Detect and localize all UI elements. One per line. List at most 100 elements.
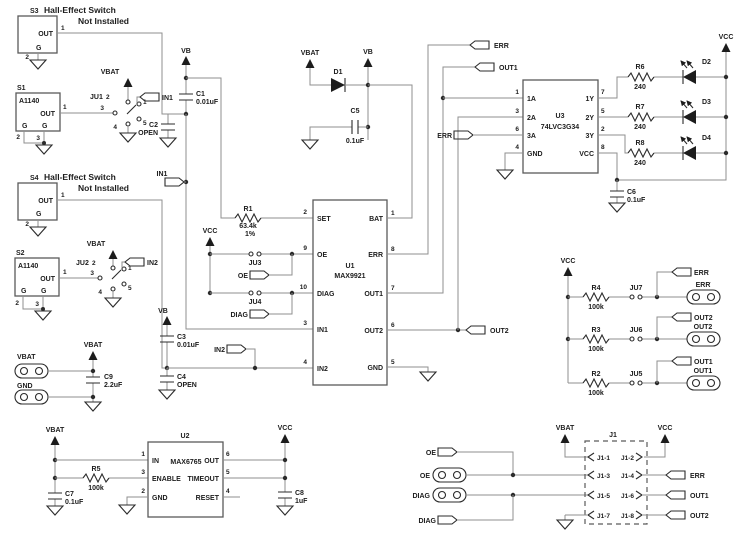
u1-pin-in2: IN2 <box>317 366 328 373</box>
u1-pin-bat: BAT <box>369 216 384 223</box>
pullup-network: VCC R4 100k JU7 ERR ERR R3 100k JU6 OUT2… <box>561 258 721 397</box>
u2-pin-enable: ENABLE <box>152 476 181 483</box>
ground-icon <box>29 59 47 70</box>
vbat-label: VBAT <box>101 69 120 76</box>
vbat-arrow-icon <box>123 78 133 87</box>
u3-pin6-num: 6 <box>515 126 519 133</box>
u2-pin3-num: 3 <box>141 469 145 476</box>
j1-out1-tag-icon <box>665 490 686 500</box>
u3-pin-1y: 1Y <box>585 96 594 103</box>
u1-output-nets: ERR OUT1 OUT2 <box>387 40 523 382</box>
vb-label: VB <box>181 48 191 55</box>
vbat-arrow-icon <box>88 351 98 360</box>
ground-icon <box>556 519 574 530</box>
r8-resistor-icon <box>627 148 655 158</box>
ground-icon <box>46 505 64 516</box>
gnd-terminal-icon <box>14 389 49 405</box>
vbat-label: VBAT <box>556 425 575 432</box>
s1-pin-out: OUT <box>40 111 56 118</box>
vcc-arrow-icon <box>721 43 731 52</box>
j1-pin8-label: J1-8 <box>621 513 634 520</box>
c9-ref: C9 <box>104 374 113 381</box>
out2-terminal-icon <box>686 331 721 347</box>
vcc-label: VCC <box>203 228 218 235</box>
r6-ref: R6 <box>636 64 645 71</box>
r1-val: 63.4k <box>239 223 257 230</box>
j1-err-tag-icon <box>665 470 686 480</box>
in1-tag2-icon <box>164 177 185 187</box>
diag-terminal-icon <box>432 487 467 503</box>
s2-ref: S2 <box>16 250 25 257</box>
vbat-label: VBAT <box>46 427 65 434</box>
s2-pin1-num: 1 <box>63 269 67 276</box>
ju1-pin1-num: 1 <box>143 99 147 106</box>
c3-val: 0.01uF <box>177 342 200 349</box>
vcc-arrow-icon <box>205 237 215 246</box>
c1-val: 0.01uF <box>196 99 219 106</box>
c7-val: 0.1uF <box>65 499 84 506</box>
gnd-terminal-label: GND <box>17 383 33 390</box>
s4-ref: S4 <box>30 175 39 182</box>
ju3-label: JU3 <box>249 260 262 267</box>
vcc-arrow-icon <box>563 267 573 276</box>
r4-ref: R4 <box>592 285 601 292</box>
vcc-arrow-icon <box>280 434 290 443</box>
err-tag-label: ERR <box>494 43 509 50</box>
vbat-label: VBAT <box>84 342 103 349</box>
u3-ref: U3 <box>556 113 565 120</box>
u3-pin1-num: 1 <box>515 89 519 96</box>
ground-icon <box>104 297 122 308</box>
s4-title: Hall-Effect Switch <box>44 172 116 182</box>
err-tag-icon <box>469 40 490 50</box>
s2-body <box>14 257 60 297</box>
s1-body <box>15 92 61 132</box>
r6-val: 240 <box>634 84 646 91</box>
ju2-pin1-num: 1 <box>128 265 132 272</box>
ju1-pin2-num: 2 <box>106 94 110 101</box>
u3-pin-2a: 2A <box>527 115 536 122</box>
err-tp-tag-icon <box>671 267 692 277</box>
s1-pin2-num: 2 <box>16 134 20 141</box>
c2-ref: C2 <box>149 122 158 129</box>
out1-tp-tag-label: OUT1 <box>694 359 713 366</box>
oe-tag-label: OE <box>238 273 248 280</box>
u3-pin-2y: 2Y <box>585 115 594 122</box>
u1-pin-gnd: GND <box>367 365 383 372</box>
u3-pin-3a: 3A <box>527 133 536 140</box>
c6-val: 0.1uF <box>627 197 646 204</box>
vcc-label: VCC <box>719 34 734 41</box>
u1-pin-in1: IN1 <box>317 327 328 334</box>
j1-pin1-label: J1-1 <box>597 455 610 462</box>
vbat-arrow-icon <box>50 436 60 445</box>
s4-pin2-num: 2 <box>25 221 29 228</box>
r1-set-network: R1 63.4k 1% 2 <box>186 77 313 238</box>
ju1-pin4-num: 4 <box>113 124 117 131</box>
u3-pin-1a: 1A <box>527 96 536 103</box>
c1-ref: C1 <box>196 91 205 98</box>
c9-cap-icon <box>85 376 101 384</box>
d4-led-icon <box>681 137 696 160</box>
u3-pin-3y: 3Y <box>585 133 594 140</box>
r7-ref: R7 <box>636 104 645 111</box>
diag-tag-icon <box>249 309 270 319</box>
hall-switch-s3: S3 Hall-Effect Switch Not Installed OUT … <box>17 5 129 70</box>
s3-note: Not Installed <box>78 16 129 26</box>
u1-ref: U1 <box>346 263 355 270</box>
err-input-tag-icon <box>453 130 474 140</box>
j1-out2-tag-icon <box>665 510 686 520</box>
ground-icon <box>119 132 137 143</box>
r3-ref: R3 <box>592 327 601 334</box>
j1-pin3-label: J1-3 <box>597 473 610 480</box>
c7-cap-icon <box>47 492 63 500</box>
vbat-arrow-icon <box>560 434 570 443</box>
oe-tag2-label: OE <box>426 450 436 457</box>
j1-pin7-label: J1-7 <box>597 513 610 520</box>
vcc-arrow-icon <box>660 434 670 443</box>
err-terminal-label: ERR <box>696 282 711 289</box>
s2-part: A1140 <box>18 263 38 270</box>
diag-tag2-icon <box>437 515 458 525</box>
s2-pin-g1: G <box>21 288 27 295</box>
u3-pin5-num: 5 <box>601 108 605 115</box>
